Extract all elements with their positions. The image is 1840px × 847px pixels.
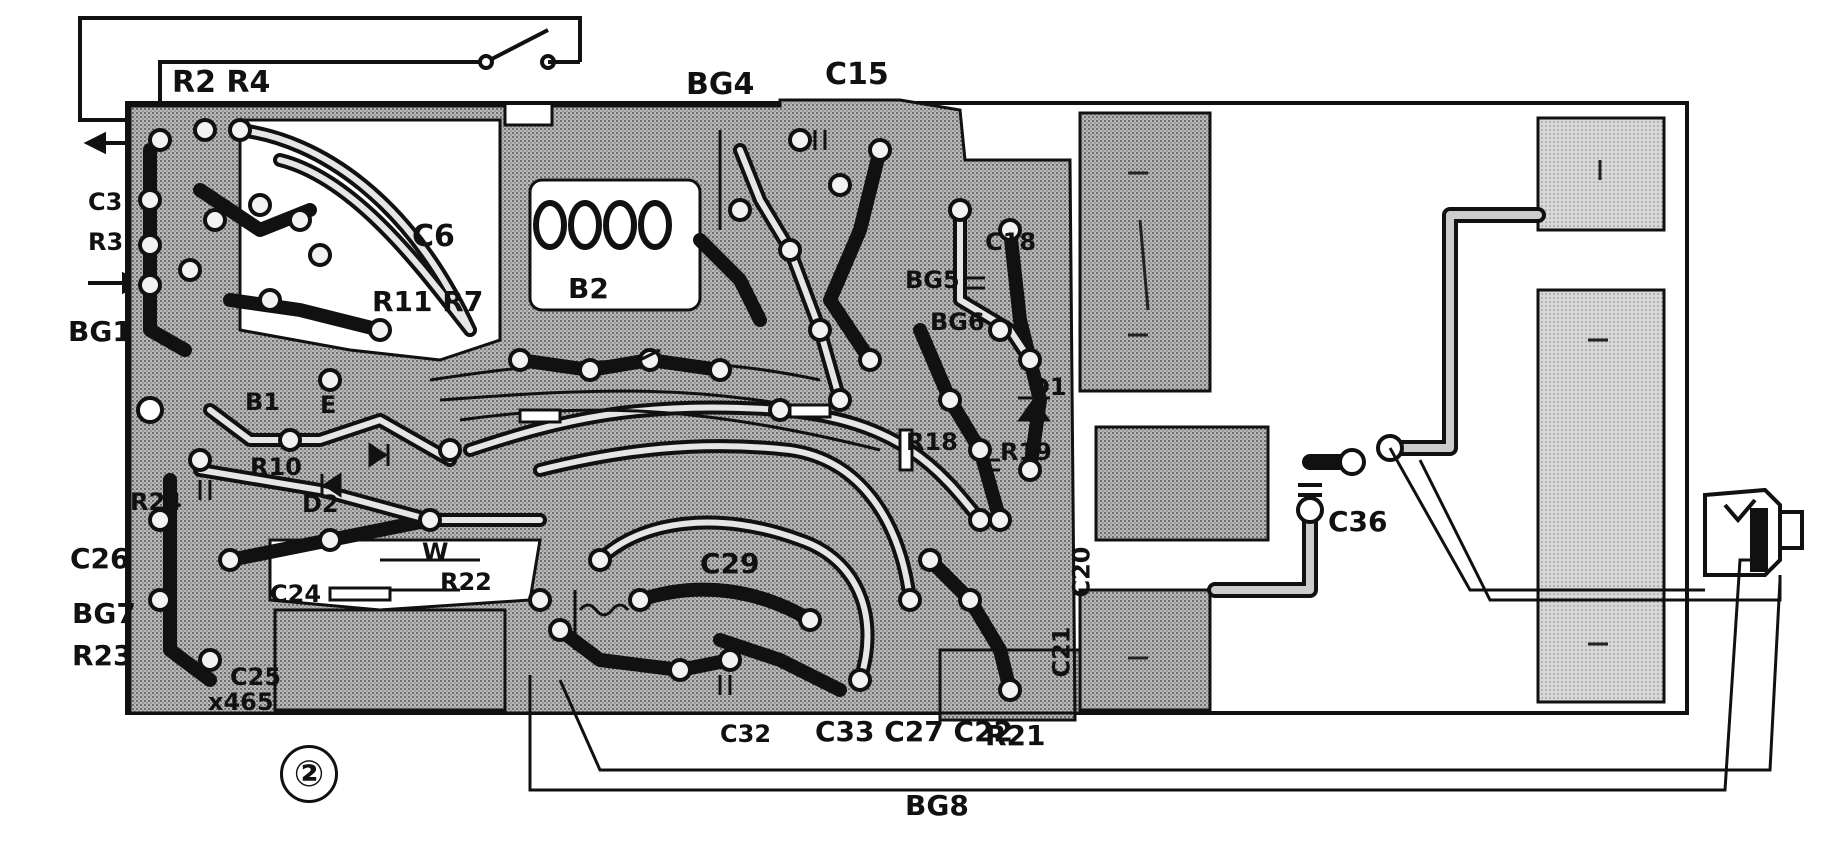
label-c18: C18 [985, 228, 1037, 256]
label-bg7: BG7 [72, 597, 136, 630]
label-r23: R23 [72, 639, 133, 672]
label-bg8: BG8 [905, 789, 969, 822]
label-bg5: BG5 [905, 266, 960, 294]
label-x465: x465 [208, 688, 274, 716]
label-c32: C32 [720, 720, 772, 748]
label-c21: C21 [1047, 626, 1076, 678]
label-r24: R24 [130, 488, 182, 516]
label-r19: R19 [1000, 438, 1052, 466]
label-w: W [422, 538, 449, 566]
label-r3: R3 [88, 228, 124, 256]
label-b1: B1 [245, 388, 280, 416]
label-bg6: BG6 [930, 308, 985, 336]
label-c24: C24 [270, 580, 322, 608]
label-c20: C20 [1067, 546, 1096, 598]
label-e: E [320, 391, 337, 419]
label-b2: B2 [568, 272, 609, 305]
label-c36: C36 [1328, 505, 1388, 538]
coil-b5 [573, 590, 630, 650]
resistor-marks [328, 403, 914, 602]
label-c3: C3 [88, 188, 123, 216]
label-r21: R21 [985, 719, 1046, 752]
large-pads [1078, 111, 1666, 712]
label-d2: D2 [302, 490, 339, 518]
label-r22: R22 [440, 568, 492, 596]
label-bg4: BG4 [686, 67, 755, 102]
label-d1: D1 [1030, 373, 1067, 401]
label-c26: C26 [70, 542, 130, 575]
label-r2-r4: R2 R4 [172, 65, 271, 100]
label-c33-c27-c22: C33 C27 C22 [815, 715, 1014, 748]
label-c15: C15 [825, 57, 889, 92]
label-c6: C6 [412, 219, 455, 254]
jack-socket [1703, 487, 1804, 577]
label-r11-r7: R11 R7 [372, 285, 484, 318]
solder-pads [136, 118, 1042, 702]
b2-pads [533, 200, 672, 250]
label-bg1: BG1 [68, 315, 132, 348]
capacitor-marks [198, 130, 1000, 695]
diodes [320, 396, 1051, 498]
label-r10: R10 [250, 453, 302, 481]
label-c25: C25 [230, 663, 282, 691]
label-c29: C29 [700, 547, 760, 580]
jack-wires [528, 447, 1782, 792]
label-r18: R18 [906, 428, 958, 456]
figure-number: ② [280, 745, 338, 803]
